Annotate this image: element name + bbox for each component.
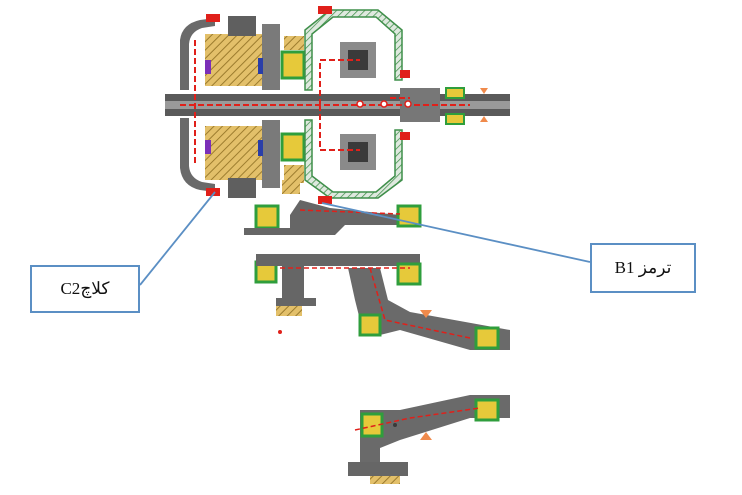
sub2-foot	[276, 298, 316, 306]
seal-marker-lower-2	[258, 140, 263, 156]
clutch-c2-callout: کلاچC2	[30, 265, 140, 313]
output-bearing-lower	[445, 113, 465, 125]
sub-assembly-2	[254, 254, 510, 350]
sub2-bearing-mid	[358, 313, 382, 337]
clutch-leader-line	[139, 191, 216, 286]
red-tab-1	[206, 14, 220, 22]
power-flow-line	[180, 40, 470, 165]
sub3-bearing-right	[474, 398, 500, 422]
sub2-orange-marker	[420, 310, 432, 318]
brake-b1-label: ترمز B1	[614, 258, 672, 277]
sub3-bearing-left	[360, 412, 384, 438]
clutch-c2-housing-upper	[180, 18, 215, 90]
sub1-shaft	[244, 200, 400, 235]
red-tab-4	[318, 196, 332, 204]
sub3-hatched	[370, 476, 400, 484]
hatched-block-lower	[284, 165, 304, 183]
clutch-gear-lower	[262, 120, 280, 188]
sub1-flow	[299, 209, 401, 215]
sub2-arm	[348, 268, 510, 350]
sub1-hatched-block	[282, 180, 300, 194]
clutch-gear-upper	[262, 24, 280, 90]
clutch-hub-upper	[228, 16, 256, 36]
hatched-block-upper	[284, 36, 304, 50]
main-assembly	[165, 6, 510, 204]
clutch-pack-lower	[205, 126, 265, 180]
brake-b1-callout: ترمز B1	[590, 243, 696, 293]
bearing-mid-lower	[280, 132, 306, 162]
red-tab-5	[400, 70, 410, 78]
planetary-gear-lower	[348, 142, 368, 162]
clutch-c2-housing-lower	[180, 118, 215, 192]
sub2-red-dot	[278, 330, 282, 334]
sub2-hatched	[276, 306, 302, 316]
flow-point-3	[404, 100, 412, 108]
seal-marker-lower	[205, 140, 211, 154]
sub-assembly-3	[348, 395, 510, 484]
red-tab-3	[318, 6, 332, 14]
sub3-arm	[360, 395, 510, 470]
clutch-hub-lower	[228, 178, 256, 198]
flow-point-1	[356, 100, 364, 108]
sub3-flow	[354, 407, 481, 431]
sub2-stem	[282, 266, 304, 298]
red-tab-6	[400, 132, 410, 140]
red-tab-2	[206, 188, 220, 196]
sub3-orange-marker	[420, 432, 432, 440]
sub-assembly-1	[244, 180, 422, 235]
bearing-mid-upper	[280, 50, 306, 80]
clutch-c2-label: کلاچC2	[60, 279, 110, 298]
output-bearing-upper	[445, 87, 465, 99]
sub2-top-bar	[256, 254, 420, 266]
sub2-flow	[280, 267, 471, 339]
seal-marker-upper	[205, 60, 211, 74]
sub3-base	[348, 462, 408, 476]
sub2-bearing-right	[396, 262, 422, 286]
sub3-point	[393, 423, 397, 427]
clutch-pack-upper	[205, 34, 265, 86]
sub1-bearing-left	[254, 204, 280, 230]
seal-marker-upper-2	[258, 58, 263, 74]
sub2-bearing-end	[474, 326, 500, 350]
brake-leader-line	[321, 202, 591, 263]
orange-marker-bottom	[480, 116, 488, 122]
orange-marker-top	[480, 88, 488, 94]
flow-point-2	[380, 100, 388, 108]
